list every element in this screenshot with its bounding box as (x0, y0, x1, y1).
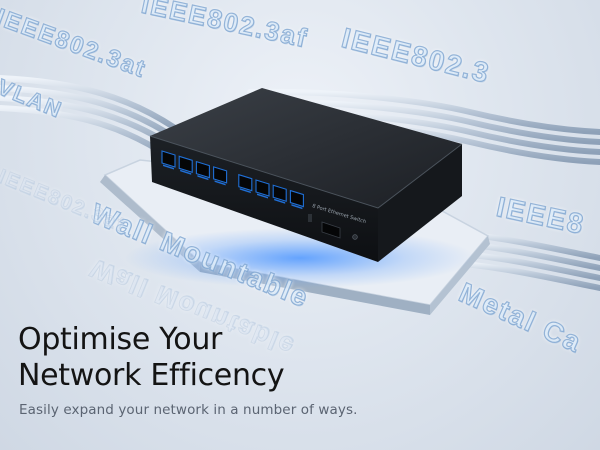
headline-line-1: Optimise Your (18, 322, 223, 357)
led-indicator-icon (308, 214, 312, 222)
ethernet-port-icon (178, 155, 193, 174)
ethernet-port-icon (255, 179, 270, 197)
ethernet-port-icon (289, 189, 304, 208)
page-subtitle: Easily expand your network in a number o… (19, 402, 358, 418)
switch-top-panel (150, 88, 462, 208)
ethernet-ports (161, 150, 304, 210)
ethernet-port-icon (161, 150, 176, 168)
switch-side-panel (378, 144, 462, 262)
sfp-slot (321, 221, 341, 239)
headline-line-2: Network Efficency (18, 358, 285, 393)
page-title: Optimise Your Network Efficency (18, 322, 285, 394)
port-led-icon (291, 204, 303, 210)
network-switch: 8 Port Ethernet Switch (149, 88, 463, 262)
ethernet-port-icon (213, 166, 228, 184)
ethernet-port-icon (195, 160, 210, 179)
port-led-icon (257, 193, 268, 199)
port-led-icon (163, 164, 174, 170)
port-led-icon (180, 169, 192, 175)
ethernet-port-icon (238, 173, 253, 192)
reset-button-icon (352, 234, 358, 240)
port-led-icon (214, 180, 226, 186)
port-led-icon (274, 198, 286, 204)
port-led-icon (239, 188, 251, 194)
ethernet-port-icon (272, 184, 287, 203)
port-led-icon (197, 175, 209, 181)
